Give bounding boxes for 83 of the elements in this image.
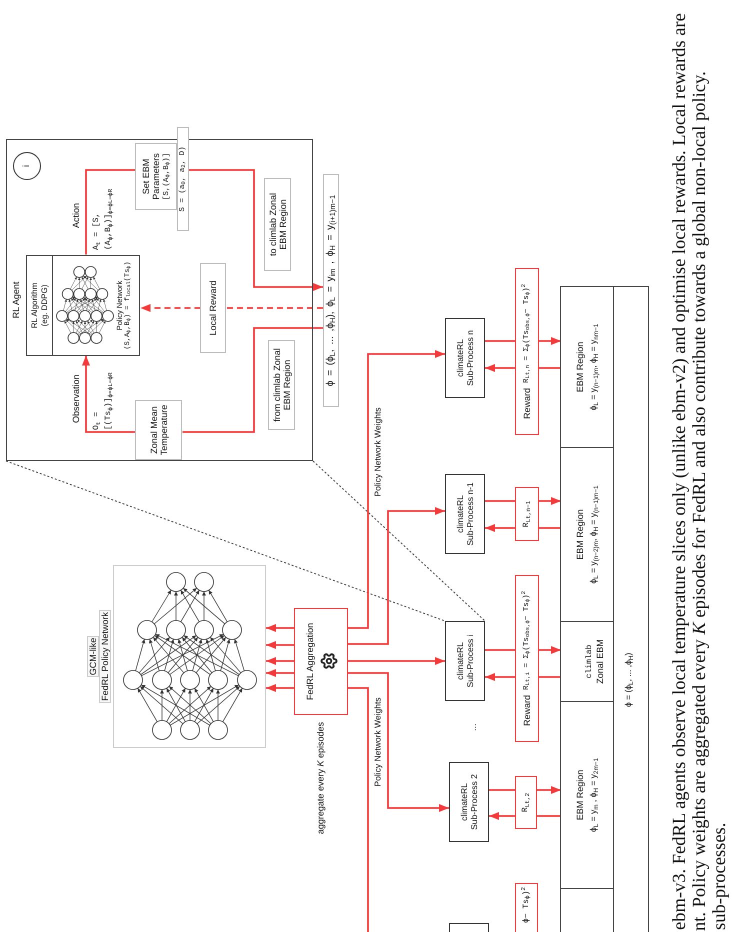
edge-label: Policy Network Weights (372, 697, 384, 787)
connector-line (85, 169, 136, 254)
edge-label: Policy Network Weights (372, 407, 384, 497)
side-note: aggregate every K episodes (316, 722, 326, 834)
arrow (266, 624, 294, 632)
connector-line (537, 815, 561, 817)
arrow (348, 350, 445, 629)
dashed-connector-line (226, 307, 323, 309)
arrow (485, 524, 515, 532)
ebm-region-box (561, 888, 614, 932)
reward-label: Reward (522, 388, 532, 420)
process-name: climateRL (454, 339, 465, 377)
arrow (489, 812, 515, 820)
reward-box (515, 575, 539, 742)
arrow (266, 684, 294, 692)
connector-line (539, 676, 561, 678)
panel-heading: GCM-like (87, 636, 99, 678)
connector-line (539, 367, 561, 369)
connector-line (485, 649, 515, 651)
parameter-title: Set EBM Parameters (140, 152, 160, 202)
process-title: Sub-Process i (465, 634, 476, 688)
connector-line (182, 327, 323, 433)
panel-title: RL Agent (11, 282, 22, 318)
process-title: Sub-Process 2 (469, 774, 480, 830)
arrow (539, 337, 561, 345)
local-reward-box: Local Reward (200, 263, 226, 353)
algorithm-label: RL Algorithm (eg. DDPG) (27, 256, 53, 355)
ebm-model-box (561, 621, 614, 701)
arrow (537, 786, 561, 794)
arrow (266, 657, 294, 665)
arrow (539, 497, 561, 505)
region-title: EBM Region (575, 509, 586, 560)
panel-heading: FedRL Policy Network (99, 610, 111, 703)
edge-label: Observation (71, 374, 82, 423)
arrow (266, 669, 294, 677)
ebm-region-box (561, 447, 614, 621)
process-box (445, 318, 485, 398)
process-box (445, 621, 485, 701)
process-box (445, 474, 485, 554)
arrow (485, 673, 515, 681)
process-title: Sub-Process n (465, 330, 476, 386)
arrow (348, 657, 445, 665)
region-title: EBM Region (575, 342, 586, 392)
dashed-arrow (140, 304, 200, 312)
library-name: climlab (585, 644, 595, 678)
caption-text: ebm-v3. FedRL agents observe local temperature slices only (unlike ebm-v2) and optimise local rewards. Local rewards are (670, 13, 690, 930)
temperature-box: Zonal Mean Temperature (135, 400, 182, 460)
model-title: Zonal EBM (595, 639, 606, 684)
region-title: EBM Region (575, 770, 586, 820)
connector-line (348, 687, 369, 932)
connector-line (485, 500, 515, 502)
dashed-connector-line (6, 460, 446, 622)
arrow (189, 169, 323, 291)
arrow (348, 507, 445, 645)
region-note-box: to climlab Zonal EBM Region (264, 178, 291, 271)
arrow (266, 641, 294, 649)
process-name: climateRL (458, 783, 469, 821)
dashed-connector-line (312, 460, 486, 622)
caption-text: nt. Policy weights are aggregated every K episodes for FedRL and also contribute towards a global non-local policy. (690, 71, 710, 931)
region-note-box: from climlab Zonal EBM Region (268, 340, 295, 430)
arrow (539, 646, 561, 654)
ebm-region-box (561, 701, 614, 888)
process-name: climateRL (454, 642, 465, 680)
parameter-box (135, 143, 177, 210)
caption-text: sub-processes. (710, 822, 730, 930)
ellipsis-label: ... (468, 723, 479, 731)
aggregation-label: FedRL Aggregation (304, 622, 316, 700)
process-title: Sub-Process n-1 (465, 482, 476, 546)
edge-label: Action (71, 202, 82, 228)
connector-line (485, 340, 515, 342)
arrow (82, 356, 136, 433)
zoom-inset-panel (6, 139, 313, 461)
connector-line (489, 789, 515, 791)
process-box (449, 762, 489, 842)
connector-line (539, 527, 561, 529)
ebm-strip-panel (560, 286, 649, 932)
reward-label: Reward (522, 695, 532, 726)
process-box (449, 923, 489, 932)
algorithm-box (26, 255, 140, 356)
reward-box (515, 268, 539, 435)
arrow (348, 672, 449, 812)
process-name: climateRL (454, 495, 465, 533)
arrow (485, 364, 515, 372)
